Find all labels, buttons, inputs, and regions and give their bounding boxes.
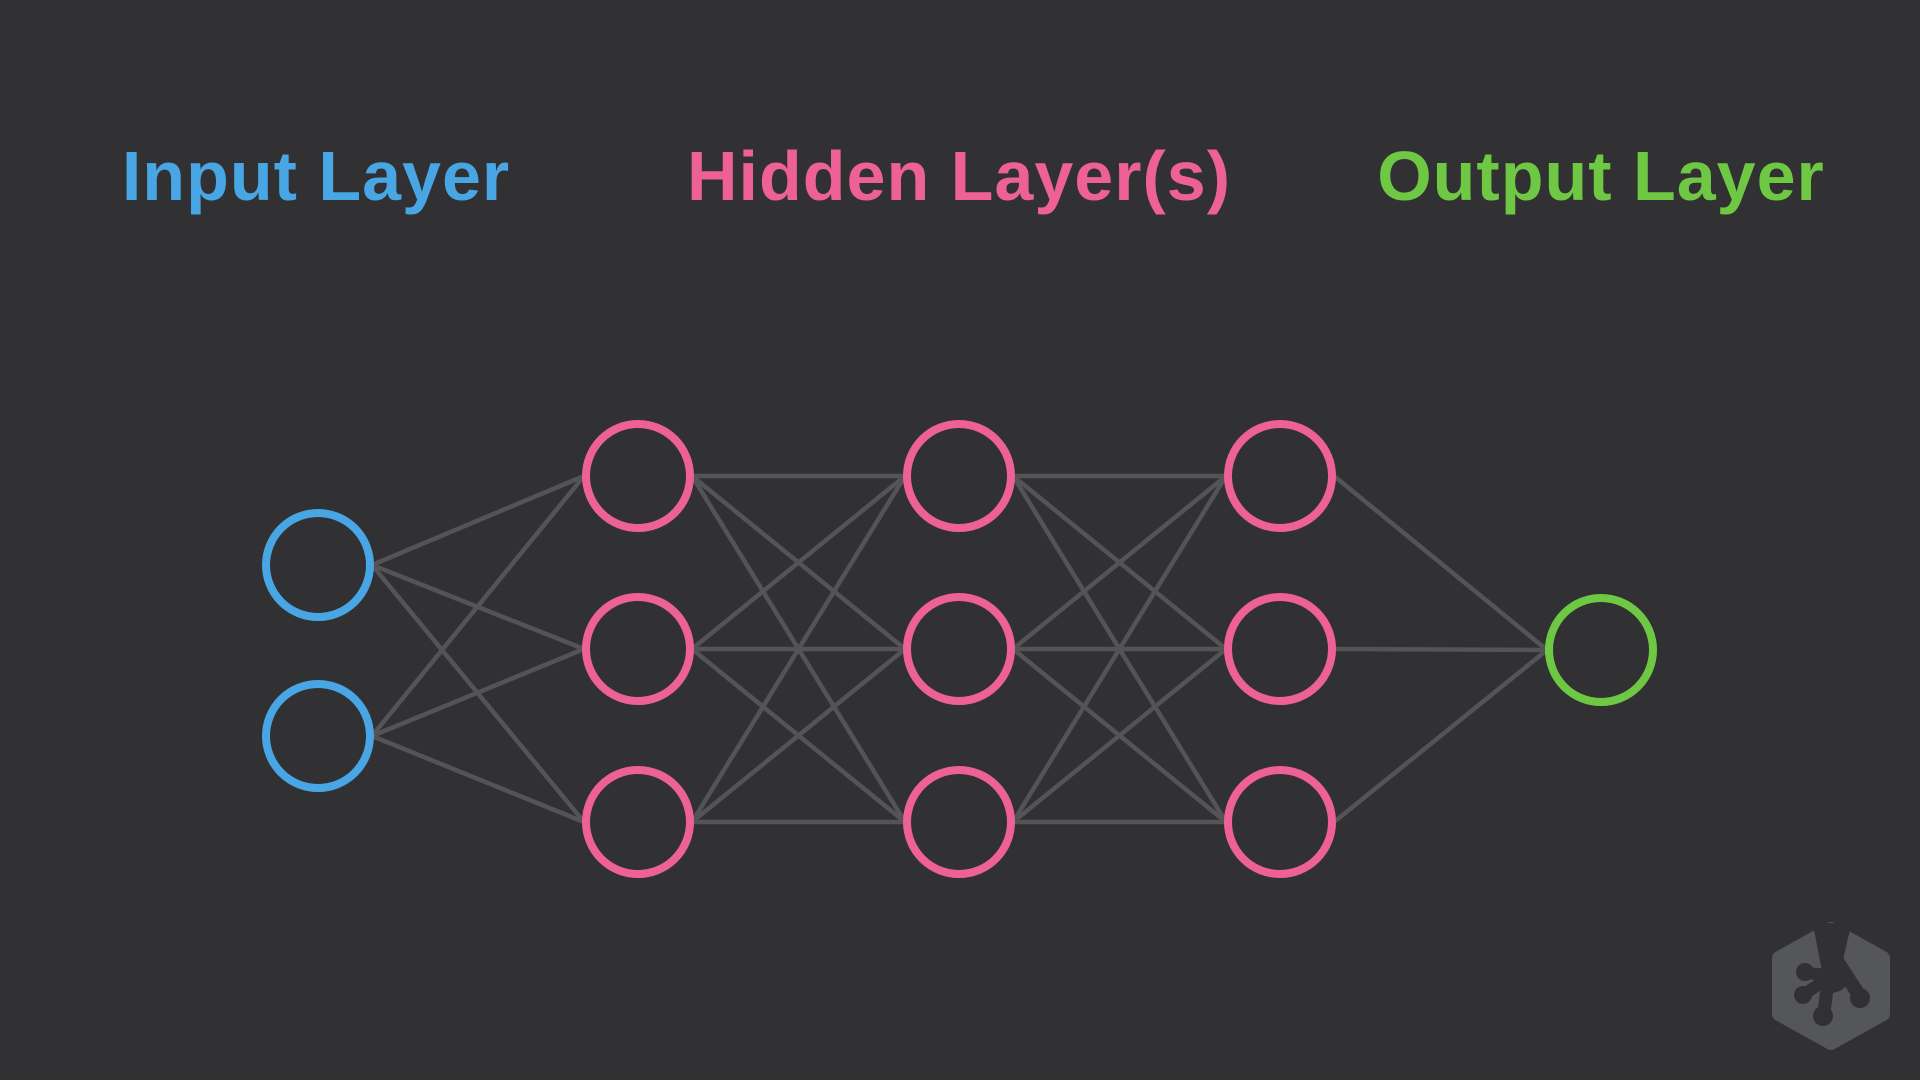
edge bbox=[690, 474, 907, 824]
edge bbox=[690, 474, 907, 651]
edge bbox=[1011, 474, 1228, 651]
hidden-layer-2-nodes bbox=[903, 420, 1015, 878]
output-layer-node bbox=[1545, 594, 1657, 706]
input-layer-title: Input Layer bbox=[121, 137, 511, 215]
hidden-layer-2-node bbox=[903, 766, 1015, 878]
input-layer-nodes bbox=[262, 509, 374, 792]
hidden-layer-title: Hidden Layer(s) bbox=[687, 137, 1231, 215]
hidden-layer-3-node bbox=[1224, 420, 1336, 532]
hidden-layer-1-node bbox=[582, 766, 694, 878]
edge bbox=[1333, 646, 1548, 653]
output-layer-nodes bbox=[1545, 594, 1657, 706]
edge bbox=[1332, 648, 1549, 824]
edge bbox=[1332, 474, 1549, 652]
input-layer-node bbox=[262, 509, 374, 621]
edge bbox=[370, 474, 586, 738]
output-layer-title: Output Layer bbox=[1377, 137, 1825, 215]
logo-frog-foot-cutout bbox=[1794, 923, 1870, 1026]
hidden-layer-3-nodes bbox=[1224, 420, 1336, 878]
hidden-layer-1-nodes bbox=[582, 420, 694, 878]
edge bbox=[371, 733, 585, 825]
hidden-layer-3-node bbox=[1224, 593, 1336, 705]
hidden-layer-3-node bbox=[1224, 766, 1336, 878]
edge bbox=[1011, 647, 1228, 824]
frog-hexagon-logo bbox=[1772, 922, 1890, 1050]
edge bbox=[371, 473, 585, 568]
hidden-layer-1-node bbox=[582, 420, 694, 532]
hidden-layer-1-node bbox=[582, 593, 694, 705]
edges bbox=[370, 473, 1549, 825]
input-layer-node bbox=[262, 680, 374, 792]
hidden-layer-2-node bbox=[903, 420, 1015, 532]
edge bbox=[371, 646, 585, 739]
edge bbox=[690, 647, 907, 824]
edge bbox=[1011, 474, 1228, 824]
hidden-layer-2-node bbox=[903, 593, 1015, 705]
